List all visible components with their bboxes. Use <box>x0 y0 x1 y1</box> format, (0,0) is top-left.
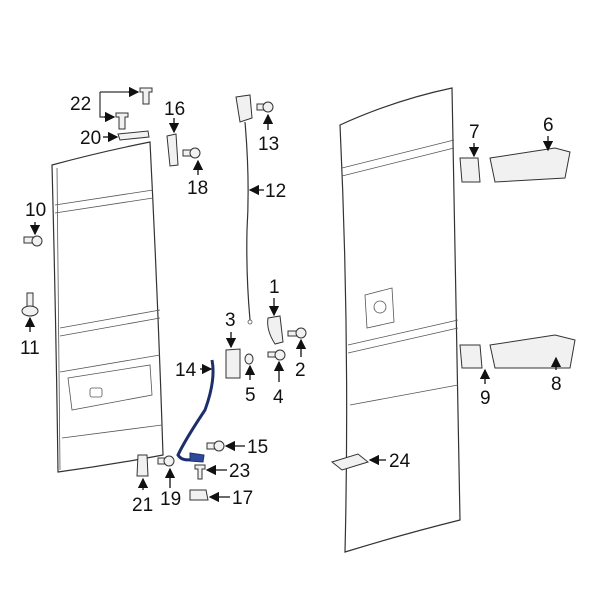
bolt-22a <box>139 87 153 105</box>
bolt-11 <box>21 292 39 317</box>
bolt-15 <box>206 440 225 452</box>
callout-16: 16 <box>164 99 185 120</box>
bracket-3 <box>225 348 241 379</box>
hinge-8 <box>489 334 576 369</box>
callout-21: 21 <box>132 495 153 516</box>
right-door-panel <box>339 87 461 553</box>
bolt-22b <box>115 112 129 130</box>
callout-2: 2 <box>295 360 306 381</box>
bracket-21 <box>136 454 149 477</box>
cable-14 <box>176 359 215 462</box>
bracket-16 <box>166 133 179 167</box>
leader-arrows <box>24 86 562 503</box>
bolt-18 <box>182 147 201 159</box>
handle-1 <box>267 315 284 345</box>
callout-14: 14 <box>175 360 197 381</box>
callout-22: 22 <box>70 94 91 115</box>
callout-15: 15 <box>247 437 268 458</box>
callout-11: 11 <box>20 338 40 359</box>
parts <box>21 87 576 501</box>
callout-4: 4 <box>273 387 284 408</box>
bolt-23 <box>194 464 206 480</box>
callout-8: 8 <box>551 374 562 395</box>
callout-10: 10 <box>25 200 46 221</box>
strip-20 <box>117 130 150 141</box>
callout-5: 5 <box>245 385 256 406</box>
bolt-19 <box>157 455 175 467</box>
latch-13-top <box>235 94 253 123</box>
callout-17: 17 <box>232 488 253 509</box>
bolt-4 <box>267 349 286 361</box>
callout-13: 13 <box>258 134 279 155</box>
hinge-7 <box>459 157 481 183</box>
callout-24: 24 <box>389 451 411 472</box>
hinge-9 <box>459 344 483 369</box>
callout-3: 3 <box>225 310 236 331</box>
callout-labels: 22 20 16 18 13 12 10 11 1 2 3 14 5 4 15 … <box>20 94 562 516</box>
left-door-panel <box>51 141 164 473</box>
callout-18: 18 <box>187 178 208 199</box>
pad-24 <box>330 453 370 471</box>
washer-5 <box>244 353 254 365</box>
clip-17 <box>189 489 209 501</box>
rod-12 <box>244 121 251 321</box>
callout-12: 12 <box>265 181 286 202</box>
bolt-13 <box>256 101 274 113</box>
callout-7: 7 <box>469 122 480 143</box>
callout-19: 19 <box>160 489 181 510</box>
callout-1: 1 <box>269 277 280 298</box>
callout-9: 9 <box>480 388 491 409</box>
callout-6: 6 <box>543 115 554 136</box>
hinge-6 <box>489 147 571 183</box>
bolt-2 <box>287 327 307 339</box>
callout-20: 20 <box>80 128 101 149</box>
clip-14 <box>189 452 205 463</box>
callout-23: 23 <box>229 461 250 482</box>
bolt-10 <box>23 235 43 247</box>
